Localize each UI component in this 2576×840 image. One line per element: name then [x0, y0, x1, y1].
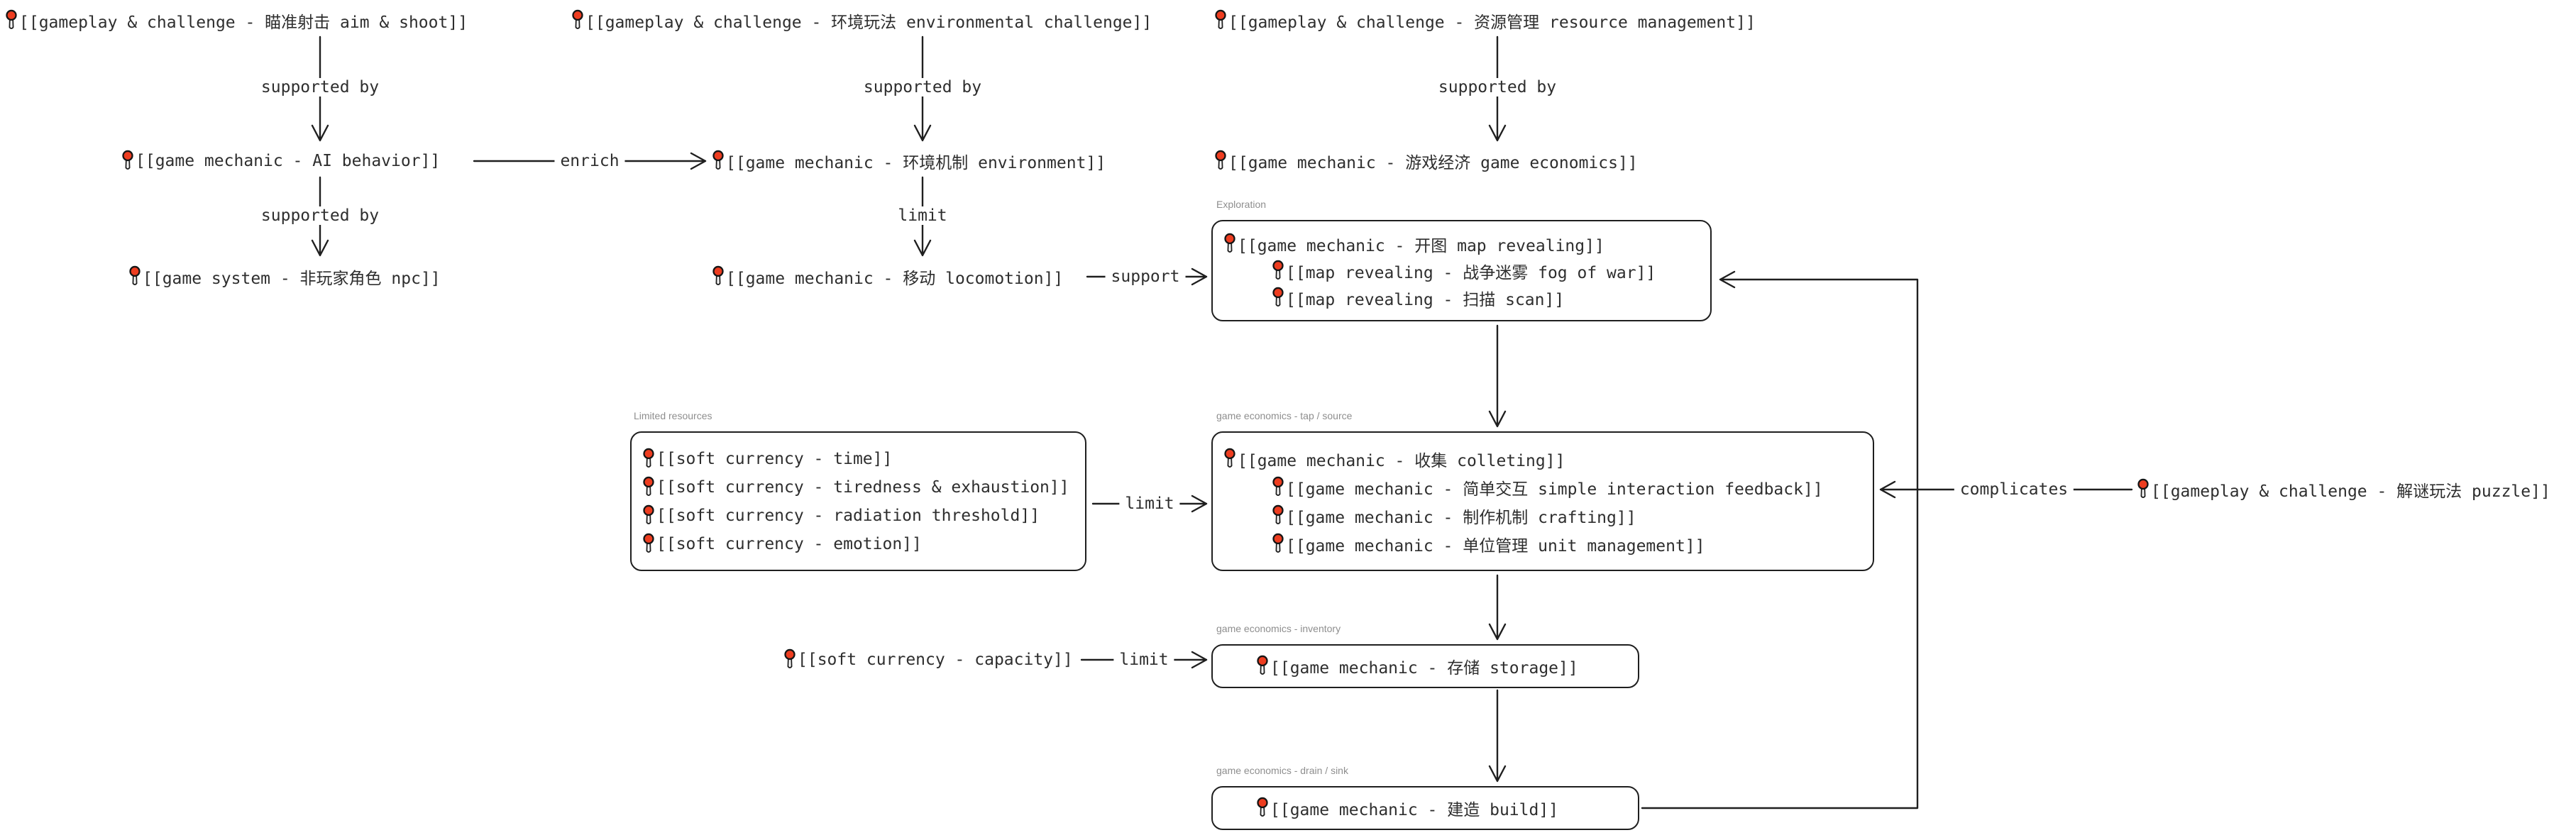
group-exploration[interactable]: [[game mechanic - 开图 map revealing]] [[m…: [1211, 220, 1712, 321]
pin-icon: [1272, 504, 1284, 527]
list-item-tiredness[interactable]: [[soft currency - tiredness & exhaustion…: [643, 473, 1085, 502]
node-label: [[game mechanic - 收集 colleting]]: [1238, 451, 1565, 470]
list-item-build[interactable]: [[game mechanic - 建造 build]]: [1257, 795, 1638, 821]
pin-icon: [129, 265, 141, 288]
node-environmental-challenge[interactable]: [[gameplay & challenge - 环境玩法 environmen…: [572, 8, 1152, 33]
pin-icon: [643, 504, 654, 527]
pin-icon: [1215, 9, 1226, 32]
pin-icon: [643, 448, 654, 470]
edge-label-limit-2: limit: [1119, 494, 1180, 513]
edge-build-loop-exploration: [1641, 270, 1919, 809]
list-item-simple-interaction[interactable]: [[game mechanic - 简单交互 simple interactio…: [1272, 473, 1873, 502]
edge-label-supported-by-2: supported by: [857, 78, 988, 96]
edge-tapsource-inventory: [1488, 574, 1507, 641]
list-item-storage[interactable]: [[game mechanic - 存储 storage]]: [1257, 653, 1638, 679]
group-title-drain-sink: game economics - drain / sink: [1216, 765, 1348, 776]
edge-exploration-tapsource: [1488, 324, 1507, 428]
node-label: [[game mechanic - 存储 storage]]: [1270, 659, 1578, 678]
node-label: [[soft currency - tiredness & exhaustion…: [656, 477, 1069, 497]
pin-icon: [1272, 287, 1284, 309]
pin-icon: [1257, 655, 1268, 678]
pin-icon: [784, 648, 796, 671]
pin-icon: [712, 150, 724, 172]
edge-label-supported-by-4: supported by: [255, 206, 385, 225]
group-tap-source[interactable]: [[game mechanic - 收集 colleting]] [[game …: [1211, 431, 1874, 571]
node-locomotion[interactable]: [[game mechanic - 移动 locomotion]]: [712, 264, 1063, 289]
pin-icon: [122, 150, 133, 172]
list-item-unit-management[interactable]: [[game mechanic - 单位管理 unit management]]: [1272, 530, 1873, 558]
pin-icon: [643, 476, 654, 499]
node-label: [[game mechanic - 简单交互 simple interactio…: [1286, 480, 1823, 499]
node-game-economics[interactable]: [[game mechanic - 游戏经济 game economics]]: [1215, 148, 1638, 174]
node-label: [[game mechanic - AI behavior]]: [136, 152, 441, 170]
list-item-time[interactable]: [[soft currency - time]]: [643, 445, 1085, 473]
pin-icon: [1215, 150, 1226, 172]
list-item-map-revealing[interactable]: [[game mechanic - 开图 map revealing]]: [1224, 231, 1710, 258]
edge-label-supported-by-3: supported by: [1432, 78, 1563, 96]
list-item-radiation[interactable]: [[soft currency - radiation threshold]]: [643, 502, 1085, 530]
node-label: [[soft currency - radiation threshold]]: [656, 506, 1040, 525]
pin-icon: [1272, 260, 1284, 282]
edge-inventory-drainsink: [1488, 689, 1507, 783]
pin-icon: [643, 533, 654, 556]
pin-icon: [1257, 797, 1268, 819]
node-label: [[game mechanic - 开图 map revealing]]: [1238, 236, 1605, 255]
pin-icon: [2137, 478, 2149, 501]
group-title-inventory: game economics - inventory: [1216, 623, 1341, 634]
edge-label-support: support: [1105, 267, 1186, 286]
node-label: [[soft currency - time]]: [656, 449, 893, 468]
node-label: [[gameplay & challenge - 资源管理 resource m…: [1228, 13, 1756, 32]
group-drain-sink[interactable]: [[game mechanic - 建造 build]]: [1211, 786, 1639, 830]
list-item-fog-of-war[interactable]: [[map revealing - 战争迷雾 fog of war]]: [1272, 258, 1710, 284]
pin-icon: [712, 265, 724, 288]
node-aim-shoot[interactable]: [[gameplay & challenge - 瞄准射击 aim & shoo…: [6, 8, 468, 33]
edge-label-complicates: complicates: [1954, 480, 2074, 499]
node-label: [[game mechanic - 环境机制 environment]]: [726, 154, 1106, 172]
pin-icon: [1272, 533, 1284, 556]
node-label: [[game mechanic - 游戏经济 game economics]]: [1228, 154, 1638, 172]
pin-icon: [6, 9, 17, 32]
node-npc[interactable]: [[game system - 非玩家角色 npc]]: [129, 264, 441, 289]
pin-icon: [572, 9, 583, 32]
group-title-limited-resources: Limited resources: [634, 410, 712, 421]
list-item-emotion[interactable]: [[soft currency - emotion]]: [643, 530, 1085, 558]
pin-icon: [1272, 476, 1284, 499]
node-label: [[gameplay & challenge - 瞄准射击 aim & shoo…: [19, 13, 468, 32]
edge-label-enrich: enrich: [554, 152, 625, 170]
node-label: [[game mechanic - 制作机制 crafting]]: [1286, 508, 1636, 527]
list-item-colleting[interactable]: [[game mechanic - 收集 colleting]]: [1224, 445, 1873, 473]
list-item-crafting[interactable]: [[game mechanic - 制作机制 crafting]]: [1272, 502, 1873, 530]
node-environment[interactable]: [[game mechanic - 环境机制 environment]]: [712, 148, 1106, 174]
list-item-scan[interactable]: [[map revealing - 扫描 scan]]: [1272, 284, 1710, 311]
node-label: [[game mechanic - 移动 locomotion]]: [726, 270, 1064, 288]
node-label: [[gameplay & challenge - 环境玩法 environmen…: [585, 13, 1152, 32]
node-label: [[map revealing - 战争迷雾 fog of war]]: [1286, 263, 1656, 282]
pin-icon: [1224, 448, 1235, 470]
edge-label-limit-1: limit: [892, 206, 953, 225]
node-label: [[game mechanic - 单位管理 unit management]]: [1286, 536, 1705, 556]
node-resource-management[interactable]: [[gameplay & challenge - 资源管理 resource m…: [1215, 8, 1756, 33]
pin-icon: [1224, 233, 1235, 255]
group-title-tap-source: game economics - tap / source: [1216, 410, 1353, 421]
node-label: [[game system - 非玩家角色 npc]]: [143, 270, 441, 288]
node-label: [[soft currency - emotion]]: [656, 534, 922, 553]
group-inventory[interactable]: [[game mechanic - 存储 storage]]: [1211, 644, 1639, 688]
node-label: [[soft currency - capacity]]: [798, 651, 1073, 669]
node-label: [[map revealing - 扫描 scan]]: [1286, 290, 1565, 309]
node-label: [[gameplay & challenge - 解谜玩法 puzzle]]: [2151, 482, 2550, 501]
edge-label-limit-3: limit: [1113, 651, 1174, 669]
node-capacity[interactable]: [[soft currency - capacity]]: [784, 647, 1073, 673]
edge-label-supported-by-1: supported by: [255, 78, 385, 96]
node-puzzle[interactable]: [[gameplay & challenge - 解谜玩法 puzzle]]: [2137, 477, 2550, 502]
group-limited-resources[interactable]: [[soft currency - time]] [[soft currency…: [630, 431, 1086, 571]
node-ai-behavior[interactable]: [[game mechanic - AI behavior]]: [122, 148, 440, 174]
group-title-exploration: Exploration: [1216, 199, 1267, 210]
node-label: [[game mechanic - 建造 build]]: [1270, 801, 1559, 819]
